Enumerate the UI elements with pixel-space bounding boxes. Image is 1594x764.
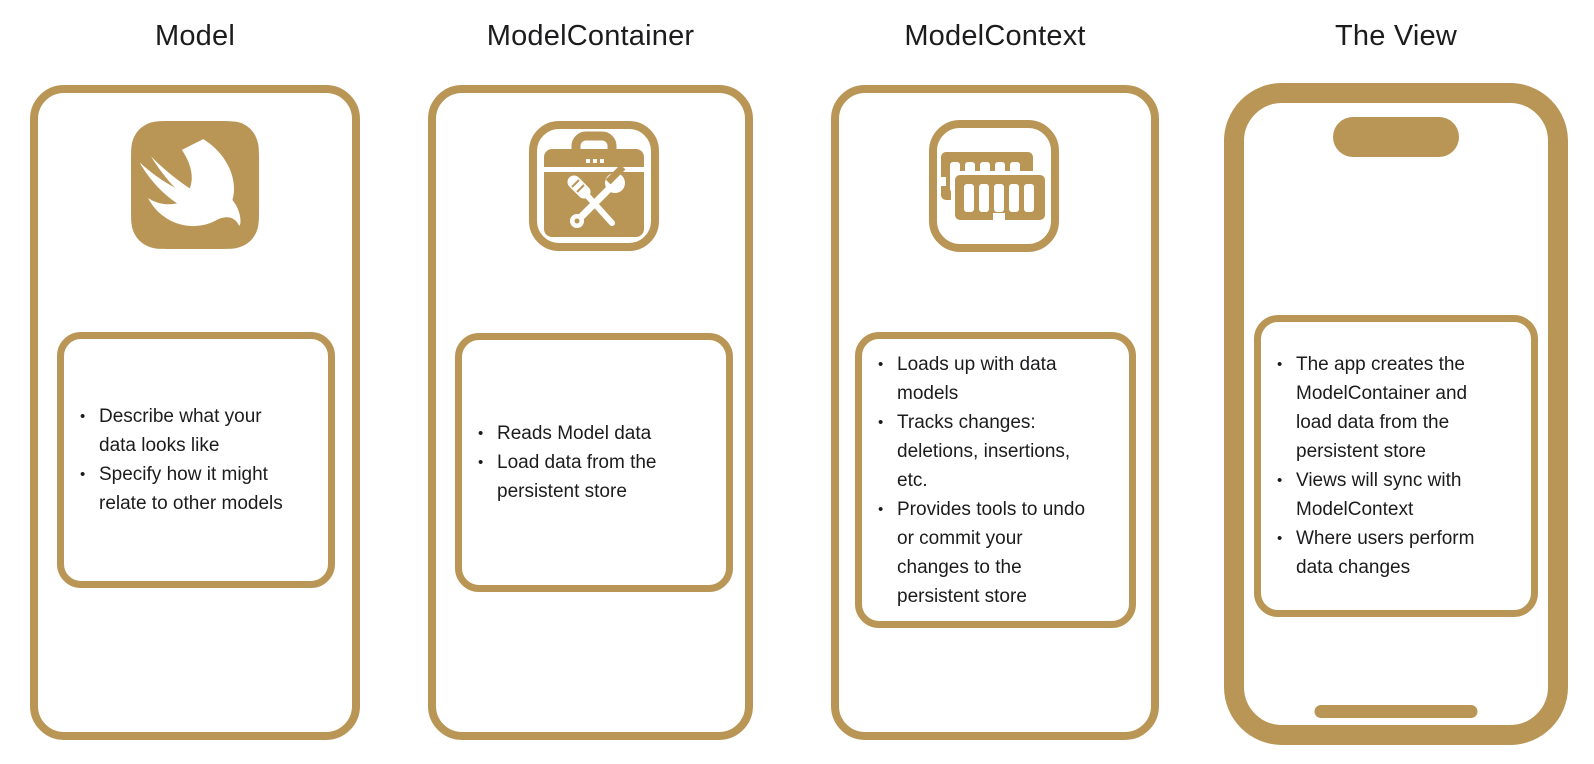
swift-logo-icon (131, 121, 259, 250)
modelcontainer-description-card: Reads Model data Load data from the pers… (455, 333, 733, 592)
home-indicator (1314, 705, 1478, 718)
toolbox-icon (529, 121, 659, 251)
view-bullet-list: The app creates the ModelContainer and l… (1273, 350, 1519, 582)
panel-title-model: Model (155, 20, 235, 52)
memory-ram-icon (929, 120, 1059, 252)
bullet-item: Tracks changes: deletions, insertions, e… (874, 408, 1117, 495)
model-bullet-list: Describe what your data looks like Speci… (76, 402, 316, 518)
bullet-item: Where users perform data changes (1273, 524, 1519, 582)
panel-title-modelcontainer: ModelContainer (486, 20, 695, 52)
bullet-item: Reads Model data (474, 419, 714, 448)
view-description-card: The app creates the ModelContainer and l… (1254, 315, 1538, 617)
bullet-item: Describe what your data looks like (76, 402, 316, 460)
bullet-item: Specify how it might relate to other mod… (76, 460, 316, 518)
panel-title-modelcontext: ModelContext (904, 20, 1086, 52)
modelcontext-bullet-list: Loads up with data models Tracks changes… (874, 350, 1117, 611)
modelcontext-description-card: Loads up with data models Tracks changes… (855, 332, 1136, 628)
bullet-item: Provides tools to undo or commit your ch… (874, 495, 1117, 611)
panel-title-the-view: The View (1335, 20, 1457, 52)
bullet-item: Views will sync with ModelContext (1273, 466, 1519, 524)
bullet-item: Loads up with data models (874, 350, 1117, 408)
bullet-item: Load data from the persistent store (474, 448, 714, 506)
dynamic-island (1333, 117, 1459, 157)
modelcontainer-bullet-list: Reads Model data Load data from the pers… (474, 419, 714, 506)
model-description-card: Describe what your data looks like Speci… (57, 332, 335, 588)
bullet-item: The app creates the ModelContainer and l… (1273, 350, 1519, 466)
